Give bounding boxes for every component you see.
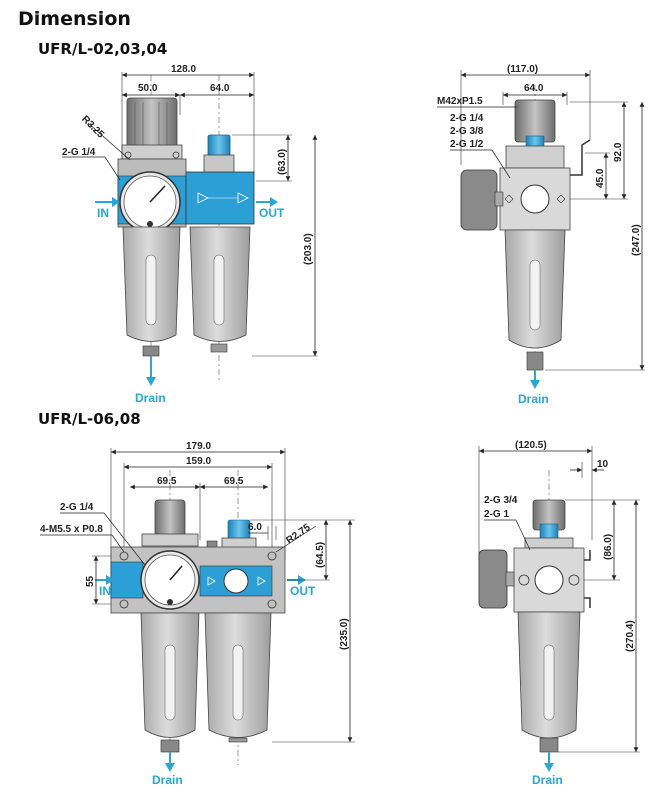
dim-159: 159.0 bbox=[186, 456, 211, 467]
drawing-front-small: 128.0 50.0 64.0 bbox=[62, 64, 318, 405]
label-g38-b: 2-G 3/8 bbox=[450, 126, 484, 137]
dim-695b: 69.5 bbox=[224, 476, 244, 487]
drawing-side-small: (117.0) 64.0 Drain M42xP1.5 2-G 1/4 2-G … bbox=[437, 64, 645, 406]
dim-63: (63.0) bbox=[277, 149, 288, 175]
dim-128: 128.0 bbox=[171, 64, 196, 75]
dim-55: 55 bbox=[85, 575, 96, 587]
drain-label-c: Drain bbox=[152, 773, 183, 787]
out-label-a: OUT bbox=[259, 206, 285, 220]
label-g1-d: 2-G 1 bbox=[484, 509, 509, 520]
drain-label-b: Drain bbox=[518, 392, 549, 406]
label-m55: 4-M5.5 x P0.8 bbox=[40, 524, 103, 535]
section-title-ufr-06-08: UFR/L-06,08 bbox=[38, 410, 141, 428]
dim-50: 50.0 bbox=[138, 83, 158, 94]
dim-10: 10 bbox=[597, 459, 609, 470]
label-g12-b: 2-G 1/2 bbox=[450, 139, 484, 150]
dim-45: 45.0 bbox=[595, 168, 606, 188]
dim-247: (247.0) bbox=[631, 224, 642, 256]
dim-64-side: 64.0 bbox=[524, 83, 544, 94]
in-label-a: IN bbox=[97, 206, 109, 220]
section-title-ufr-02-04: UFR/L-02,03,04 bbox=[38, 40, 168, 58]
drain-label-a: Drain bbox=[135, 391, 166, 405]
label-g14-c: 2-G 1/4 bbox=[60, 502, 94, 513]
in-label-c: IN bbox=[99, 584, 111, 598]
drawing-side-large: (120.5) 10 Drain 2-G 3/4 2-G 1 bbox=[478, 440, 640, 787]
lubricator-knob bbox=[207, 134, 231, 158]
dim-179: 179.0 bbox=[186, 441, 211, 452]
label-m42: M42xP1.5 bbox=[437, 96, 483, 107]
regulator-knob bbox=[126, 97, 178, 149]
out-label-c: OUT bbox=[290, 584, 316, 598]
page-title: Dimension bbox=[18, 8, 131, 30]
dim-r325: R3.25 bbox=[79, 114, 106, 141]
dim-645: (64.5) bbox=[315, 542, 326, 568]
dim-6: 6.0 bbox=[248, 522, 262, 533]
dim-2704: (270.4) bbox=[625, 620, 636, 652]
label-g14-a: 2-G 1/4 bbox=[62, 147, 96, 158]
dim-235: (235.0) bbox=[339, 618, 350, 650]
gauge-side bbox=[460, 169, 498, 231]
drawing-front-large: 179.0 159.0 69.5 69.5 bbox=[40, 441, 355, 787]
dim-92: 92.0 bbox=[613, 142, 624, 162]
label-g14-b: 2-G 1/4 bbox=[450, 113, 484, 124]
label-g34-d: 2-G 3/4 bbox=[484, 495, 518, 506]
dim-1205: (120.5) bbox=[515, 440, 547, 451]
dim-86: (86.0) bbox=[603, 534, 614, 560]
dim-117: (117.0) bbox=[507, 64, 538, 75]
drain-label-d: Drain bbox=[532, 773, 563, 787]
dim-695a: 69.5 bbox=[157, 476, 177, 487]
dim-64: 64.0 bbox=[210, 83, 230, 94]
dim-r275: R2.75 bbox=[284, 522, 313, 547]
dim-203: (203.0) bbox=[303, 233, 314, 265]
